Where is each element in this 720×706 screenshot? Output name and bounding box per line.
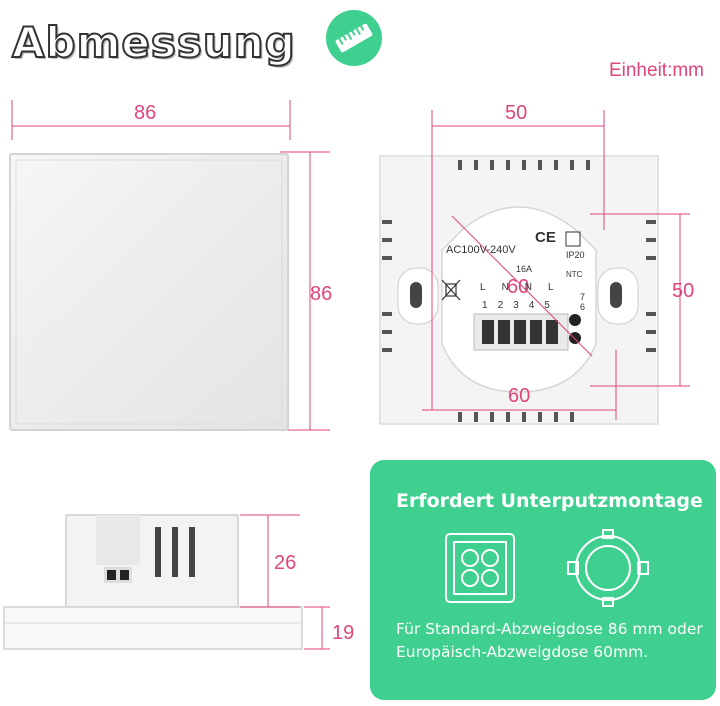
back-right-height-label: 50 [672,280,695,302]
round-junction-box-icon [567,529,649,607]
module-ip-text: IP20 [566,250,585,260]
ntc-number-column: 7 6 [580,292,585,312]
front-view-diagram [9,100,330,431]
back-top-width-label: 50 [505,102,528,124]
terminal-number: 1 [482,300,488,311]
module-current-text: 16A [516,264,533,274]
terminal-number-row: 1 2 3 4 5 [482,300,550,311]
back-diagonal-label: 60 [507,276,530,298]
module-ce-text: CE [535,229,556,246]
side-plate-depth-label: 19 [332,622,355,644]
terminal-number: 4 [528,300,535,311]
module-voltage-text: AC100V-240V [446,244,516,256]
module-ntc-text: NTC [566,270,583,279]
terminal-number: 2 [497,300,504,311]
terminal-letter: N [501,282,509,293]
ruler-icon [326,10,382,66]
front-height-label: 86 [310,283,333,305]
back-view-diagram [379,110,690,425]
unit-label: Einheit:mm [608,60,704,81]
square-junction-box-icon [445,533,515,603]
terminal-letter-row: L N N L [480,282,554,293]
front-width-label: 86 [134,102,157,124]
terminal-number: 3 [513,300,519,311]
side-body-depth-label: 26 [274,552,297,574]
page-title: Abmessung [11,17,296,68]
mounting-card-description: Für Standard-Abzweigdose 86 mm oder Euro… [396,620,703,661]
ntc-number: 6 [580,302,586,312]
terminal-number: 5 [544,300,550,311]
mounting-card-title: Erfordert Unterputzmontage [396,490,703,512]
terminal-letter: L [480,282,486,293]
ntc-number: 7 [580,292,586,302]
back-bottom-width-label: 60 [508,385,531,407]
mounting-info-card [370,460,716,700]
side-view-diagram [3,514,330,650]
terminal-letter: N [524,282,533,293]
terminal-letter: L [548,282,554,293]
